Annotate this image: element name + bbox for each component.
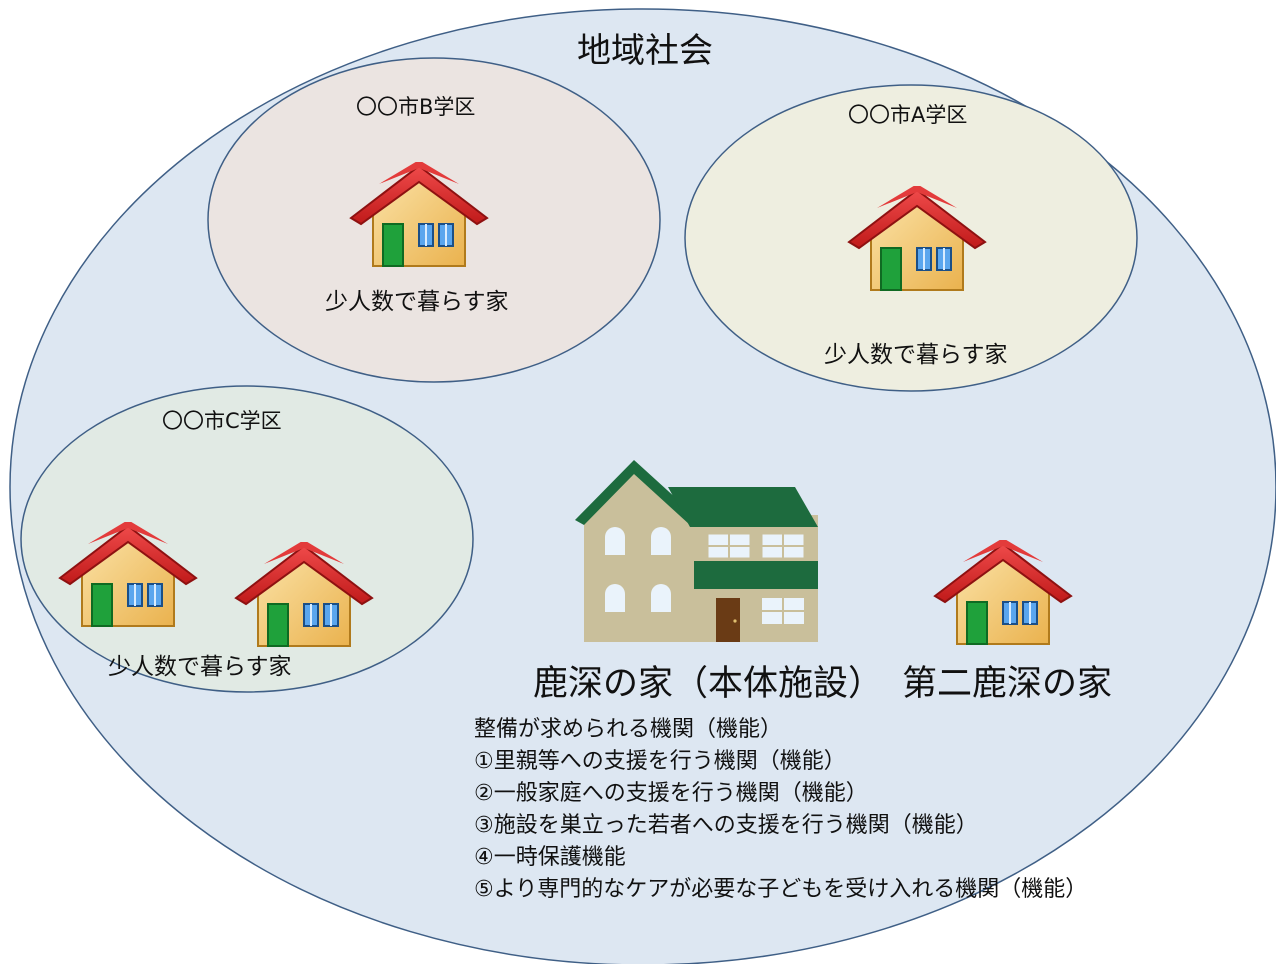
district-a-caption: 少人数で暮らす家 [824, 342, 1008, 368]
district-a-label: 〇〇市A学区 [848, 103, 968, 127]
functions-list: 整備が求められる機関（機能） ①里親等への支援を行う機関（機能） ②一般家庭への… [474, 719, 1087, 901]
district-c-label: 〇〇市C学区 [162, 409, 282, 433]
list-item: ⑤より専門的なケアが必要な子どもを受け入れる機関（機能） [474, 877, 1088, 902]
district-c-caption: 少人数で暮らす家 [108, 654, 292, 680]
main-facility-building-icon [575, 460, 818, 642]
main-facility-label: 鹿深の家（本体施設） [533, 664, 884, 704]
list-item: ②一般家庭への支援を行う機関（機能） [474, 781, 868, 806]
second-facility-label: 第二鹿深の家 [902, 664, 1113, 704]
list-item: ③施設を巣立った若者への支援を行う機関（機能） [474, 813, 978, 838]
district-b-label: 〇〇市B学区 [356, 95, 476, 119]
list-item: ④一時保護機能 [474, 845, 626, 870]
functions-heading: 整備が求められる機関（機能） [474, 717, 783, 742]
community-label: 地域社会 [577, 31, 713, 71]
list-item: ①里親等への支援を行う機関（機能） [474, 749, 846, 774]
district-b-caption: 少人数で暮らす家 [325, 289, 509, 315]
